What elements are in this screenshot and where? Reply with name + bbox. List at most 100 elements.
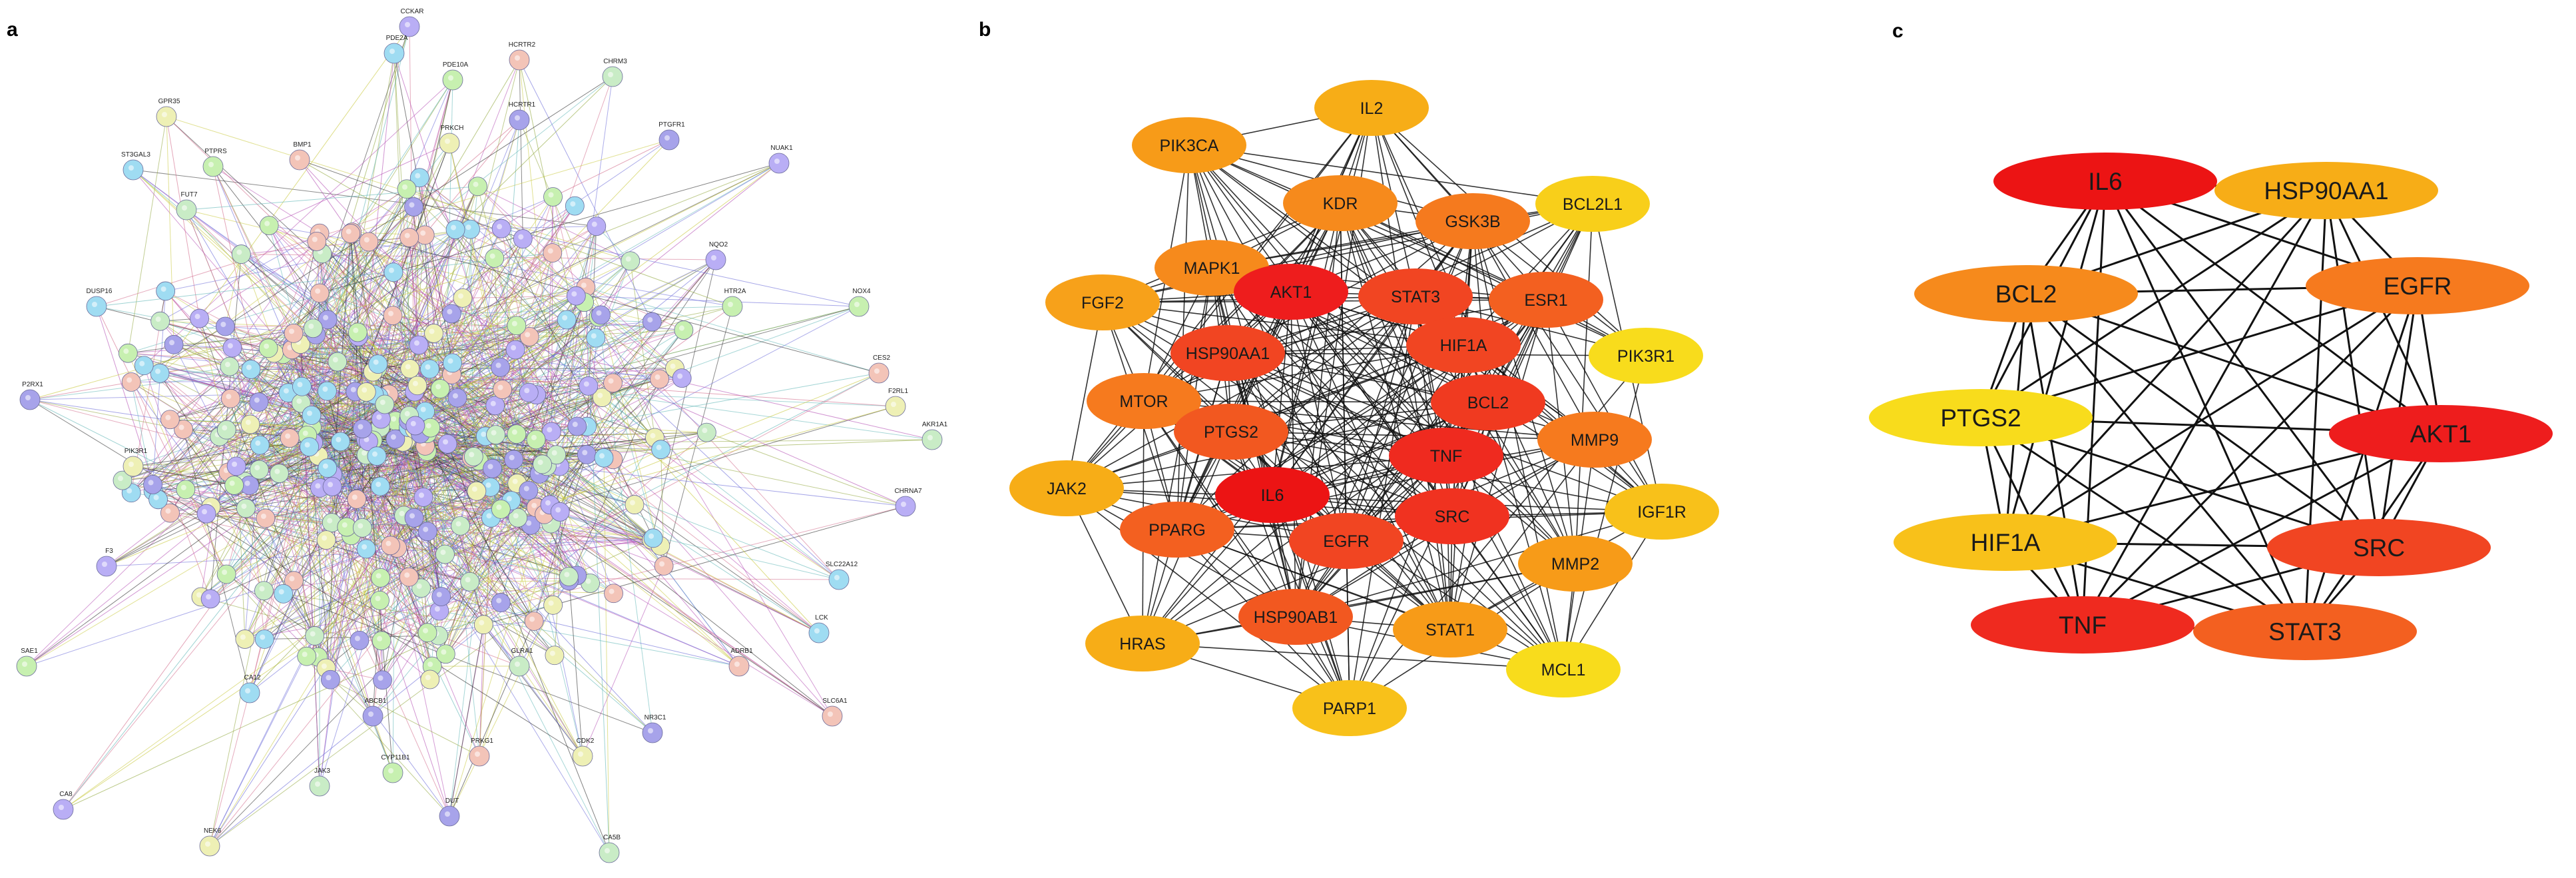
interaction-edge — [1575, 203, 1593, 564]
protein-node-highlight — [481, 431, 487, 437]
protein-node — [409, 335, 429, 355]
protein-node — [507, 316, 527, 336]
protein-node — [409, 168, 429, 188]
gene-node-ellipse — [1518, 536, 1633, 592]
protein-node-highlight — [378, 675, 384, 681]
protein-node — [316, 530, 336, 550]
protein-node-highlight — [206, 594, 212, 600]
protein-node-highlight — [485, 482, 491, 488]
protein-node — [236, 498, 256, 518]
protein-node — [654, 556, 674, 576]
string-edge — [29, 381, 132, 400]
string-edge — [319, 197, 553, 294]
gene-node-mmp9: MMP9 — [1537, 412, 1652, 468]
protein-node-highlight — [423, 526, 429, 532]
protein-node-highlight — [358, 523, 364, 529]
gene-node-bcl2l1: BCL2L1 — [1535, 176, 1650, 232]
gene-node-hsp90aa1: HSP90AA1 — [1170, 325, 1285, 381]
protein-node — [509, 656, 530, 677]
gene-node-ellipse — [1416, 193, 1530, 249]
protein-node — [53, 799, 74, 820]
protein-node-highlight — [490, 400, 496, 406]
protein-node-highlight — [264, 343, 270, 349]
protein-node-highlight — [555, 507, 561, 513]
gene-node-label: MMP9 — [1571, 431, 1619, 450]
protein-node — [367, 446, 387, 466]
gene-node-label: ESR1 — [1524, 291, 1567, 310]
string-edge — [210, 445, 425, 508]
protein-label: PTGFR1 — [658, 121, 685, 129]
labeled-protein-node: NR3C1 — [642, 714, 666, 743]
gene-node-ellipse — [1238, 589, 1353, 645]
protein-node-highlight — [129, 165, 134, 171]
protein-node-highlight — [377, 636, 383, 642]
protein-node — [413, 487, 433, 507]
protein-node-highlight — [229, 480, 235, 486]
string-edge — [427, 531, 583, 757]
labeled-protein-node: LCK — [808, 614, 830, 644]
interaction-edge — [1472, 220, 1663, 512]
string-edge — [659, 306, 860, 380]
protein-node-highlight — [312, 236, 318, 242]
protein-node — [526, 430, 546, 450]
protein-node-highlight — [650, 433, 656, 439]
hub-node-ellipse — [1869, 389, 2093, 446]
protein-node — [160, 410, 180, 430]
protein-node-highlight — [495, 362, 501, 368]
protein-node-highlight — [570, 201, 576, 207]
protein-label: FUT7 — [181, 191, 198, 199]
protein-label: CDK2 — [577, 737, 595, 745]
protein-node — [405, 416, 425, 436]
protein-node-highlight — [315, 781, 320, 787]
protein-node-highlight — [401, 184, 407, 190]
protein-node — [828, 569, 850, 590]
protein-node — [672, 368, 692, 388]
protein-node-highlight — [295, 155, 300, 161]
string-edge — [491, 302, 585, 518]
protein-node — [486, 425, 505, 445]
protein-node — [453, 288, 473, 308]
protein-node-highlight — [372, 451, 378, 457]
hub-node-akt1: AKT1 — [2329, 405, 2553, 462]
protein-node — [176, 480, 196, 500]
hub-interaction-edge — [2325, 190, 2380, 548]
string-edge — [319, 292, 520, 667]
string-edge — [249, 439, 367, 693]
string-edge — [268, 225, 906, 507]
protein-node — [330, 432, 350, 452]
protein-node — [399, 567, 419, 587]
protein-node — [269, 464, 289, 484]
protein-label: DUSP16 — [87, 288, 113, 295]
protein-node-highlight — [515, 55, 520, 61]
protein-node-highlight — [288, 328, 294, 334]
protein-node-highlight — [659, 561, 665, 567]
interaction-edge — [1211, 267, 1273, 496]
protein-node-highlight — [515, 115, 520, 121]
protein-node-highlight — [362, 450, 368, 456]
string-edge — [451, 313, 578, 427]
protein-node-highlight — [420, 406, 426, 412]
gene-node-ellipse — [1087, 373, 1201, 429]
string-edge — [234, 177, 420, 486]
protein-node-highlight — [702, 428, 708, 434]
protein-node-highlight — [306, 410, 312, 416]
protein-node — [303, 318, 323, 338]
hub-node-label: STAT3 — [2268, 618, 2342, 646]
protein-node-highlight — [440, 550, 446, 556]
string-edge — [96, 306, 159, 500]
hub-node-label: EGFR — [2384, 272, 2452, 300]
string-edge — [585, 286, 880, 374]
protein-node — [442, 69, 463, 91]
protein-node — [372, 631, 391, 651]
string-edge — [250, 368, 529, 393]
protein-node-highlight — [162, 112, 167, 117]
protein-node — [164, 334, 184, 354]
gene-node-ellipse — [1535, 176, 1650, 232]
protein-node-highlight — [310, 631, 316, 637]
protein-node-highlight — [509, 454, 515, 460]
protein-label: GLRA1 — [511, 648, 533, 655]
protein-node — [399, 228, 419, 247]
labeled-protein-node: ABCB1 — [362, 697, 387, 727]
gene-node-ellipse — [1537, 412, 1652, 468]
